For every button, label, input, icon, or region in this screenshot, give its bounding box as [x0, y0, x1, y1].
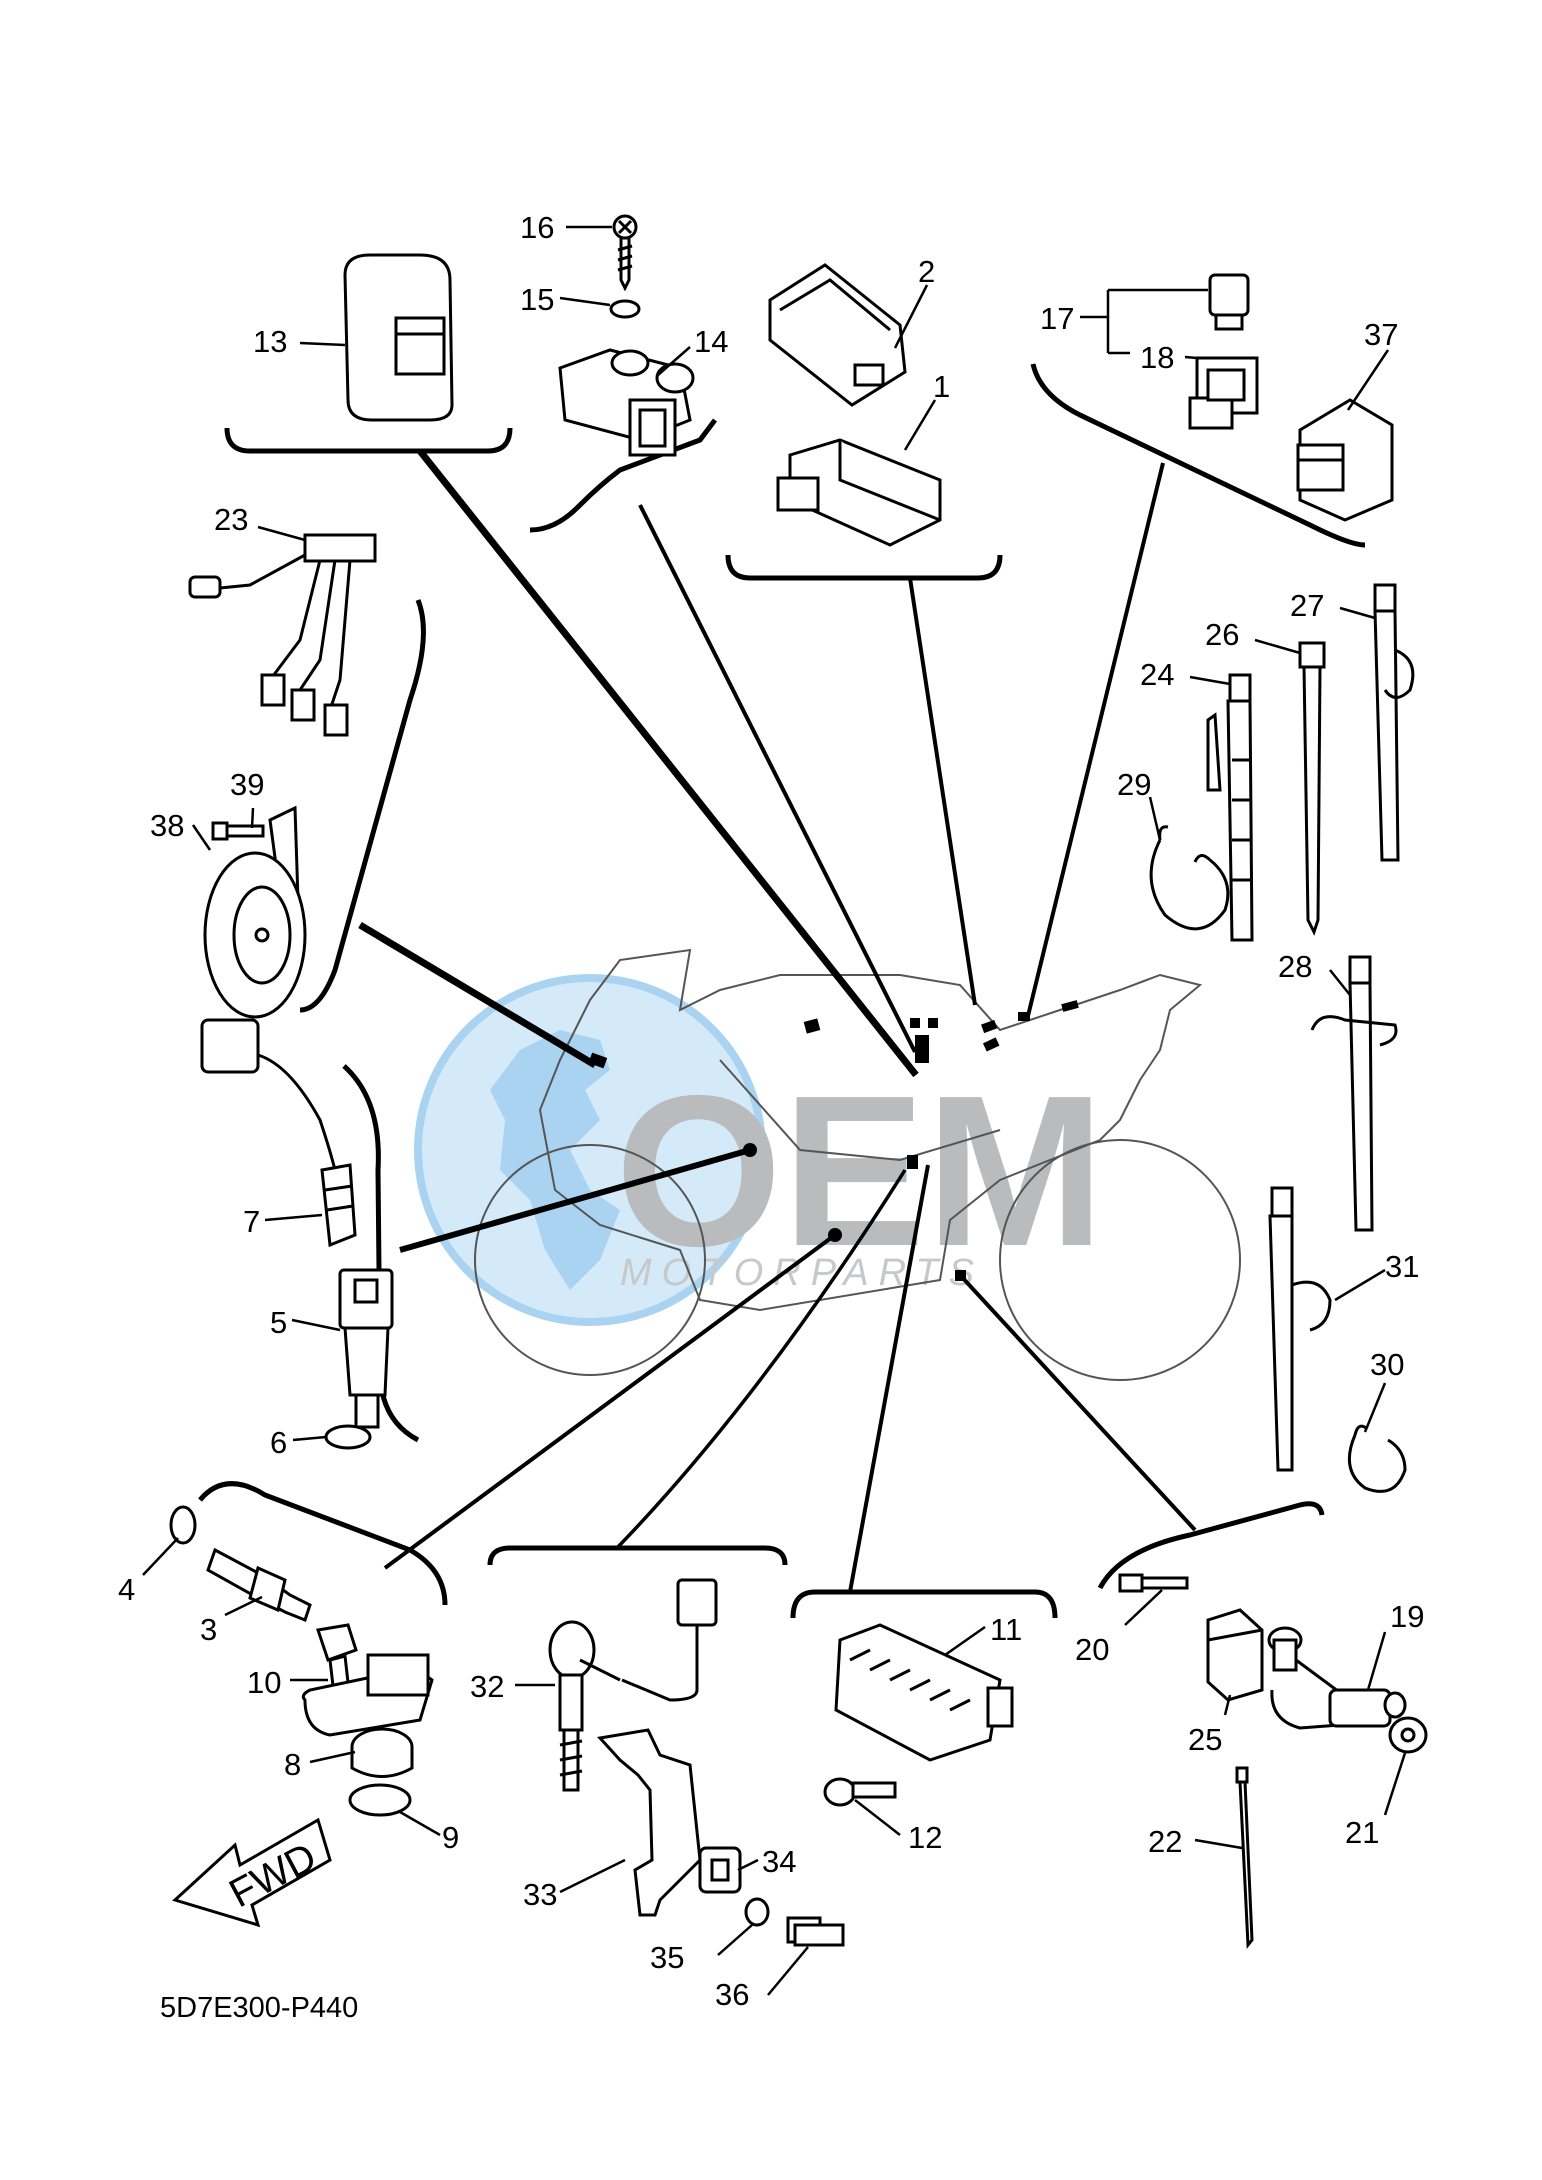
callout-39: 39	[230, 767, 264, 802]
callout-38: 38	[150, 808, 184, 843]
part-22-tie	[1235, 1766, 1254, 1950]
callout-14: 14	[694, 324, 728, 359]
part-39-bolt	[211, 821, 265, 841]
callout-19: 19	[1390, 1599, 1424, 1634]
fwd-arrow-icon	[172, 1817, 332, 1928]
callout-21: 21	[1345, 1815, 1379, 1850]
part-24-tie	[1206, 673, 1254, 942]
part-8-sensor	[301, 1653, 434, 1778]
part-38-horn	[203, 805, 307, 1019]
callout-36: 36	[715, 1977, 749, 2012]
callout-20: 20	[1075, 1632, 1109, 1667]
part-16-screw	[612, 214, 638, 292]
callout-22: 22	[1148, 1824, 1182, 1859]
watermark: OEM MOTORPARTS	[414, 974, 1105, 1326]
callout-18: 18	[1140, 340, 1174, 375]
callout-23: 23	[214, 502, 248, 537]
callout-29: 29	[1117, 767, 1151, 802]
part-17-relay	[1208, 273, 1250, 331]
callout-3: 3	[200, 1612, 217, 1647]
part-3-sensor	[206, 1547, 312, 1622]
callout-31: 31	[1385, 1249, 1419, 1284]
callout-25: 25	[1188, 1722, 1222, 1757]
part-29-clip	[1149, 825, 1230, 931]
part-4-washer	[169, 1505, 197, 1545]
callout-7: 7	[243, 1204, 260, 1239]
callout-13: 13	[253, 324, 287, 359]
part-37-flasher	[1296, 398, 1394, 522]
callout-1: 1	[933, 369, 950, 404]
callout-34: 34	[762, 1844, 796, 1879]
watermark-subtitle: MOTORPARTS	[620, 1252, 984, 1294]
callout-2: 2	[918, 254, 935, 289]
callout-12: 12	[908, 1820, 942, 1855]
part-31-tie	[1268, 1186, 1332, 1472]
callout-28: 28	[1278, 949, 1312, 984]
part-21-nut	[1388, 1716, 1428, 1754]
callout-labels: 16 15 14 13 2 1 17 18 37 23 24 26 27 29 …	[118, 210, 1424, 2012]
part-6-washer	[324, 1424, 372, 1450]
group-brackets	[198, 363, 1366, 1619]
callout-30: 30	[1370, 1347, 1404, 1382]
part-23-harness	[188, 533, 377, 737]
callout-33: 33	[523, 1877, 557, 1912]
part-5-sensor	[338, 1268, 394, 1429]
callout-27: 27	[1290, 588, 1324, 623]
callout-11: 11	[990, 1612, 1022, 1647]
callout-32: 32	[470, 1669, 504, 1704]
callout-6: 6	[270, 1425, 287, 1460]
callout-26: 26	[1205, 617, 1239, 652]
watermark-globe	[414, 974, 766, 1326]
motorcycle-outline	[474, 948, 1241, 1381]
part-15-washer	[609, 299, 641, 319]
callout-4: 4	[118, 1572, 135, 1607]
part-36-bolt	[786, 1916, 845, 1947]
part-1-igniter	[776, 438, 942, 547]
callout-15: 15	[520, 282, 554, 317]
callout-17: 17	[1040, 301, 1074, 336]
part-33-bracket	[597, 1728, 702, 1917]
location-markers	[588, 1000, 1079, 1281]
part-27-tie	[1373, 583, 1415, 862]
part-34-grommet	[698, 1846, 742, 1894]
callout-5: 5	[270, 1305, 287, 1340]
callout-8: 8	[284, 1747, 301, 1782]
callout-35: 35	[650, 1940, 684, 1975]
diagram-code: 5D7E300-P440	[160, 1992, 358, 2024]
part-18-socket	[1188, 356, 1259, 430]
callout-24: 24	[1140, 657, 1174, 692]
watermark-continents	[490, 1030, 620, 1290]
part-25-clamp	[1206, 1608, 1264, 1702]
part-2-ecu	[768, 263, 907, 407]
parts	[169, 214, 1428, 1950]
leader-lines	[358, 448, 1197, 1593]
part-11-regulator	[834, 1623, 1014, 1762]
part-28-tie	[1310, 955, 1398, 1232]
callout-leaders	[142, 225, 1407, 1996]
part-19-sensor	[1267, 1626, 1407, 1730]
callout-10: 10	[247, 1665, 281, 1700]
part-30-clip	[1347, 1424, 1407, 1493]
callout-16: 16	[520, 210, 554, 245]
part-9-oring	[348, 1783, 412, 1817]
part-13-cover	[343, 253, 454, 422]
part-14-holder	[558, 348, 695, 457]
callout-37: 37	[1364, 317, 1398, 352]
part-12-bolt	[823, 1777, 897, 1807]
part-32-switch	[548, 1578, 718, 1792]
part-26-tie	[1298, 641, 1326, 936]
part-20-bolt	[1118, 1573, 1189, 1593]
part-7-sensor	[200, 1018, 357, 1248]
part-35-collar	[744, 1897, 770, 1927]
callout-9: 9	[442, 1820, 459, 1855]
